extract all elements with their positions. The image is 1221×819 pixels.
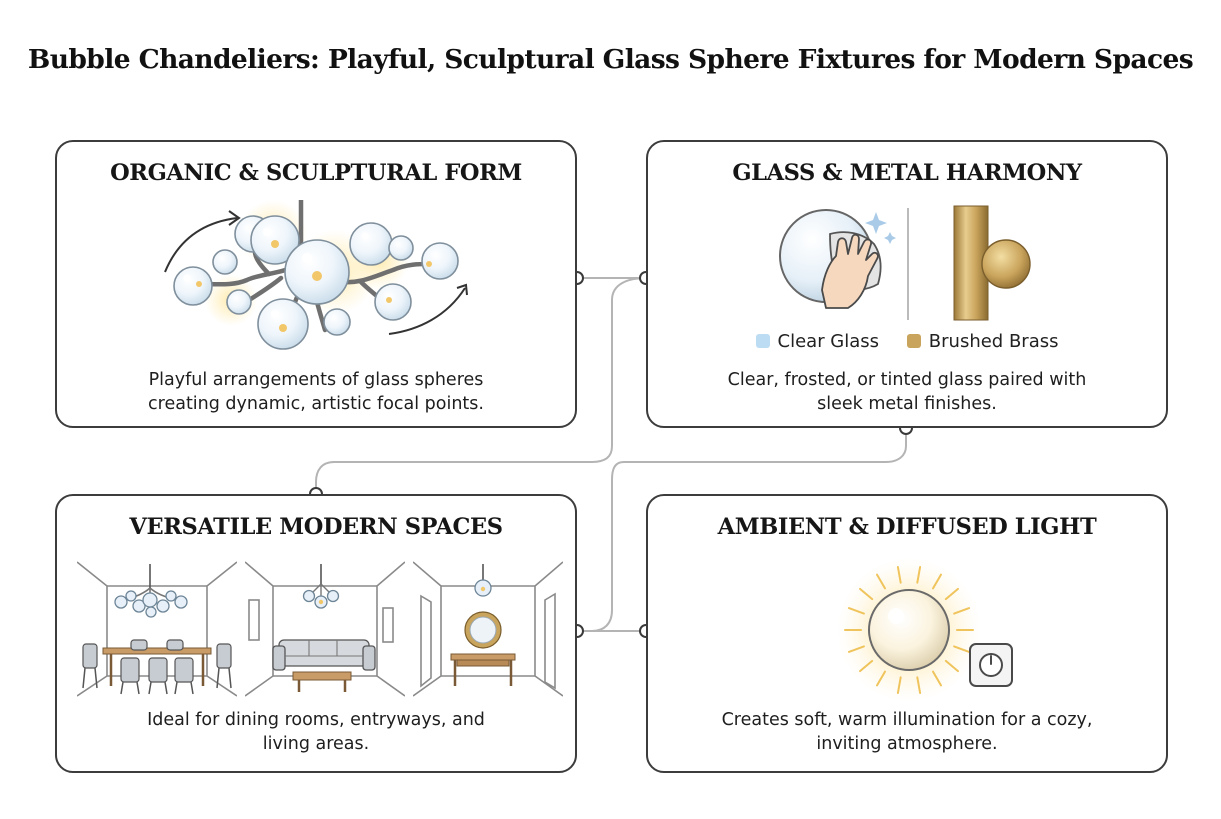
bubble-chandelier-icon [164, 200, 468, 350]
light-ray [953, 607, 971, 615]
living-room-icon [245, 561, 405, 697]
clear-glass-swatch-icon [755, 333, 770, 348]
legend-item-brushed-brass: Brushed Brass [906, 331, 1058, 352]
light-ray [847, 607, 865, 615]
light-ray [953, 645, 971, 653]
dimmer-switch-icon [969, 643, 1013, 687]
glowing-globe-icon [837, 558, 981, 702]
light-ray [876, 670, 886, 687]
material-legend: Clear Glass Brushed Brass [648, 330, 1166, 352]
card-description: Playful arrangements of glass spheres cr… [148, 370, 484, 414]
card-title: AMBIENT & DIFFUSED LIGHT [717, 514, 1097, 540]
light-ray [932, 573, 942, 590]
card-ambient-light: AMBIENT & DIFFUSED LIGHT Creates soft, w… [646, 494, 1168, 773]
light-ray [896, 566, 902, 584]
legend-item-clear-glass: Clear Glass [755, 331, 879, 352]
card-title: VERSATILE MODERN SPACES [129, 514, 503, 540]
card-title: GLASS & METAL HARMONY [732, 160, 1082, 186]
glass-wipe-icon [779, 209, 896, 309]
light-rays [844, 566, 974, 694]
card-title: ORGANIC & SCULPTURAL FORM [110, 160, 522, 186]
light-ray [916, 676, 922, 694]
card-versatile-spaces: VERSATILE MODERN SPACES [55, 494, 577, 773]
dining-room-icon [77, 561, 237, 697]
card-organic-form: ORGANIC & SCULPTURAL FORM [55, 140, 577, 428]
light-ray [859, 587, 874, 601]
light-ray [916, 566, 922, 584]
card-description: Ideal for dining rooms, entryways, and l… [147, 710, 485, 754]
divider-line [907, 208, 909, 320]
light-ray [944, 587, 959, 601]
light-ray [944, 659, 959, 673]
light-ray [932, 670, 942, 687]
light-ray [847, 645, 865, 653]
card-glass-metal-harmony: GLASS & METAL HARMONY [646, 140, 1168, 428]
light-ray [896, 676, 902, 694]
card-description: Clear, frosted, or tinted glass paired w… [727, 370, 1087, 414]
brushed-brass-swatch-icon [906, 333, 921, 348]
light-ray [876, 573, 886, 590]
entryway-icon [413, 561, 563, 697]
page-title: Bubble Chandeliers: Playful, Sculptural … [27, 44, 1194, 75]
brass-knob-icon [953, 205, 1031, 321]
light-ray [859, 659, 874, 673]
card-description: Creates soft, warm illumination for a co… [721, 710, 1093, 754]
